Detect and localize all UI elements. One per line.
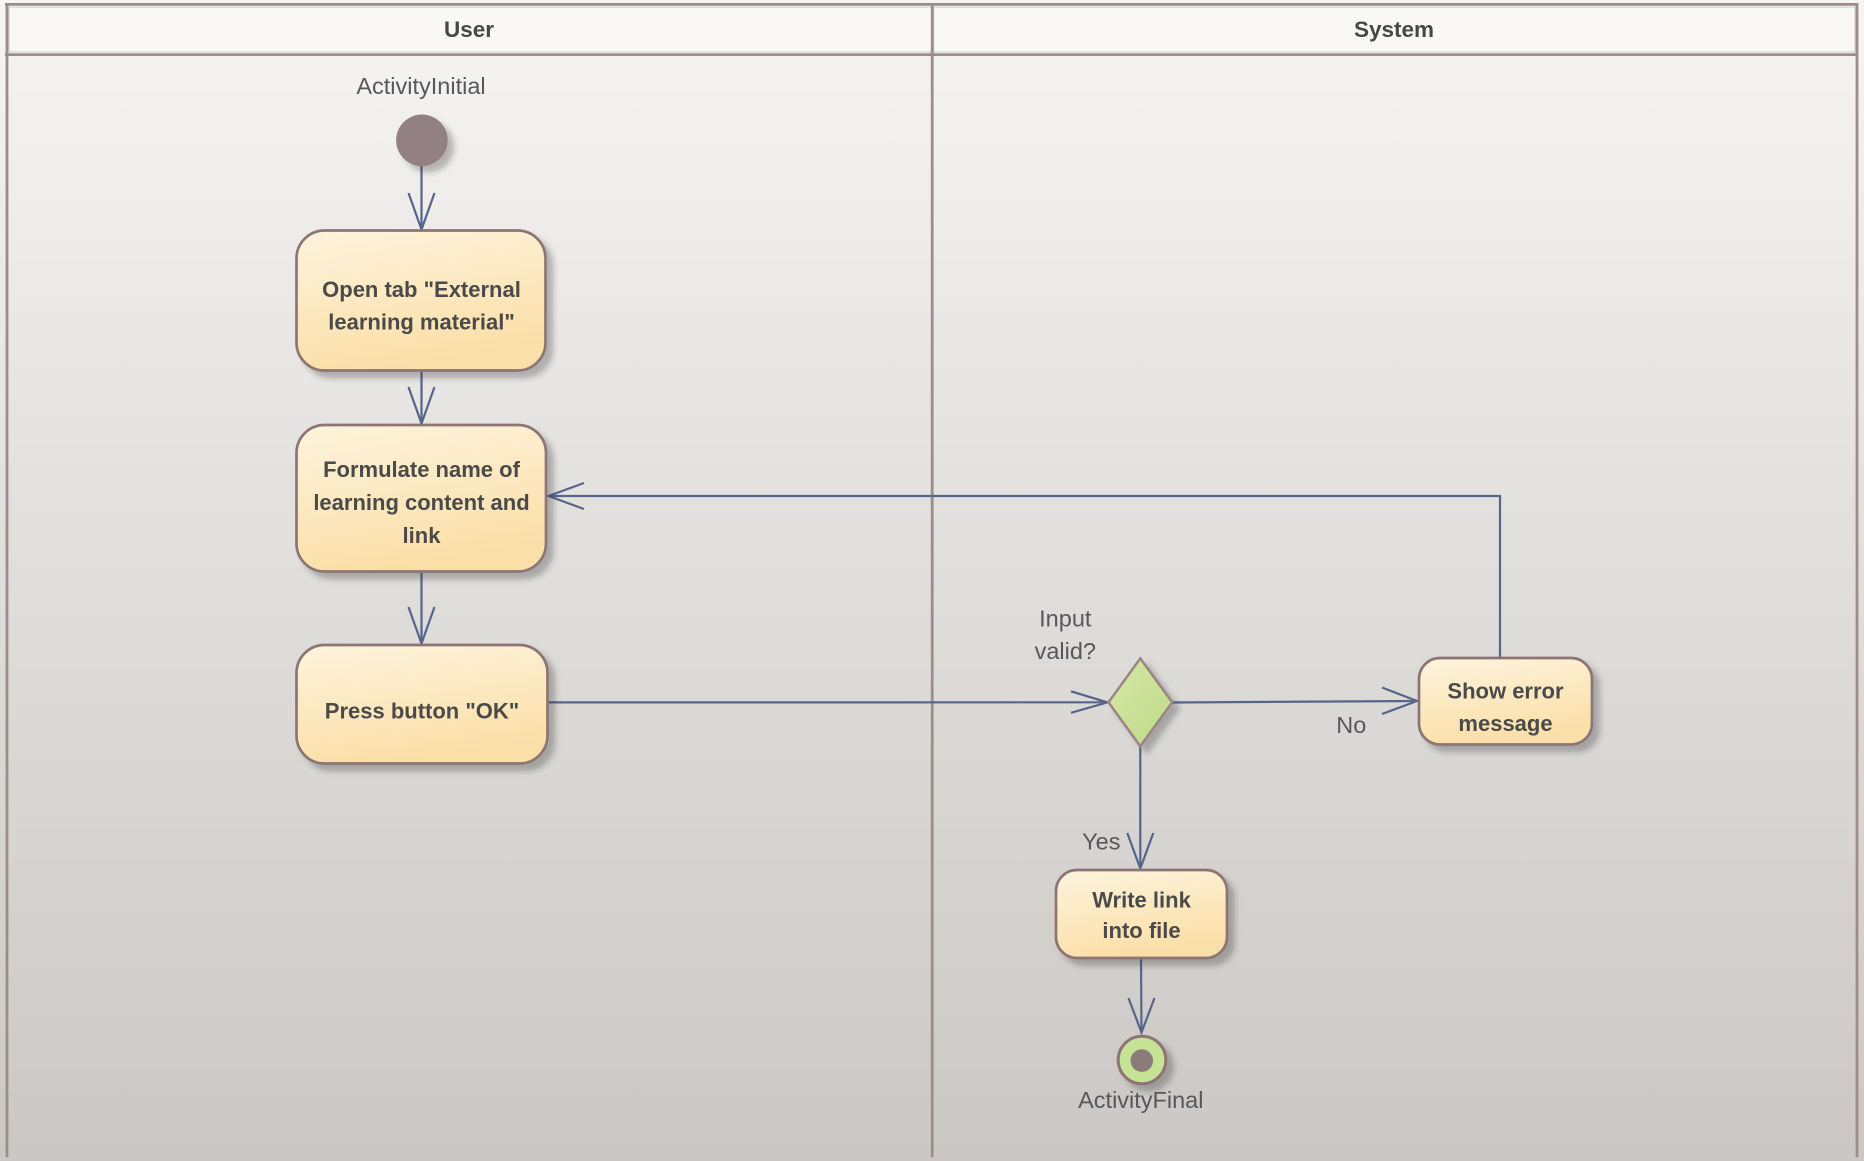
svg-text:Show error: Show error: [1447, 679, 1564, 704]
svg-text:message: message: [1458, 711, 1552, 736]
svg-text:No: No: [1336, 712, 1366, 738]
svg-text:Write link: Write link: [1092, 888, 1191, 913]
svg-text:ActivityFinal: ActivityFinal: [1078, 1087, 1203, 1113]
svg-text:System: System: [1354, 17, 1434, 42]
svg-text:link: link: [403, 523, 442, 548]
svg-text:learning content and: learning content and: [313, 490, 529, 515]
svg-text:Press button "OK": Press button "OK": [325, 699, 519, 724]
svg-text:User: User: [444, 17, 494, 42]
svg-text:valid?: valid?: [1035, 638, 1096, 664]
svg-text:Yes: Yes: [1082, 829, 1120, 855]
svg-text:learning material": learning material": [328, 310, 515, 335]
svg-text:Open tab "External: Open tab "External: [322, 277, 521, 302]
svg-text:into file: into file: [1102, 918, 1180, 943]
svg-text:Input: Input: [1039, 606, 1092, 632]
svg-text:ActivityInitial: ActivityInitial: [356, 73, 485, 99]
svg-text:Formulate name of: Formulate name of: [323, 457, 520, 482]
